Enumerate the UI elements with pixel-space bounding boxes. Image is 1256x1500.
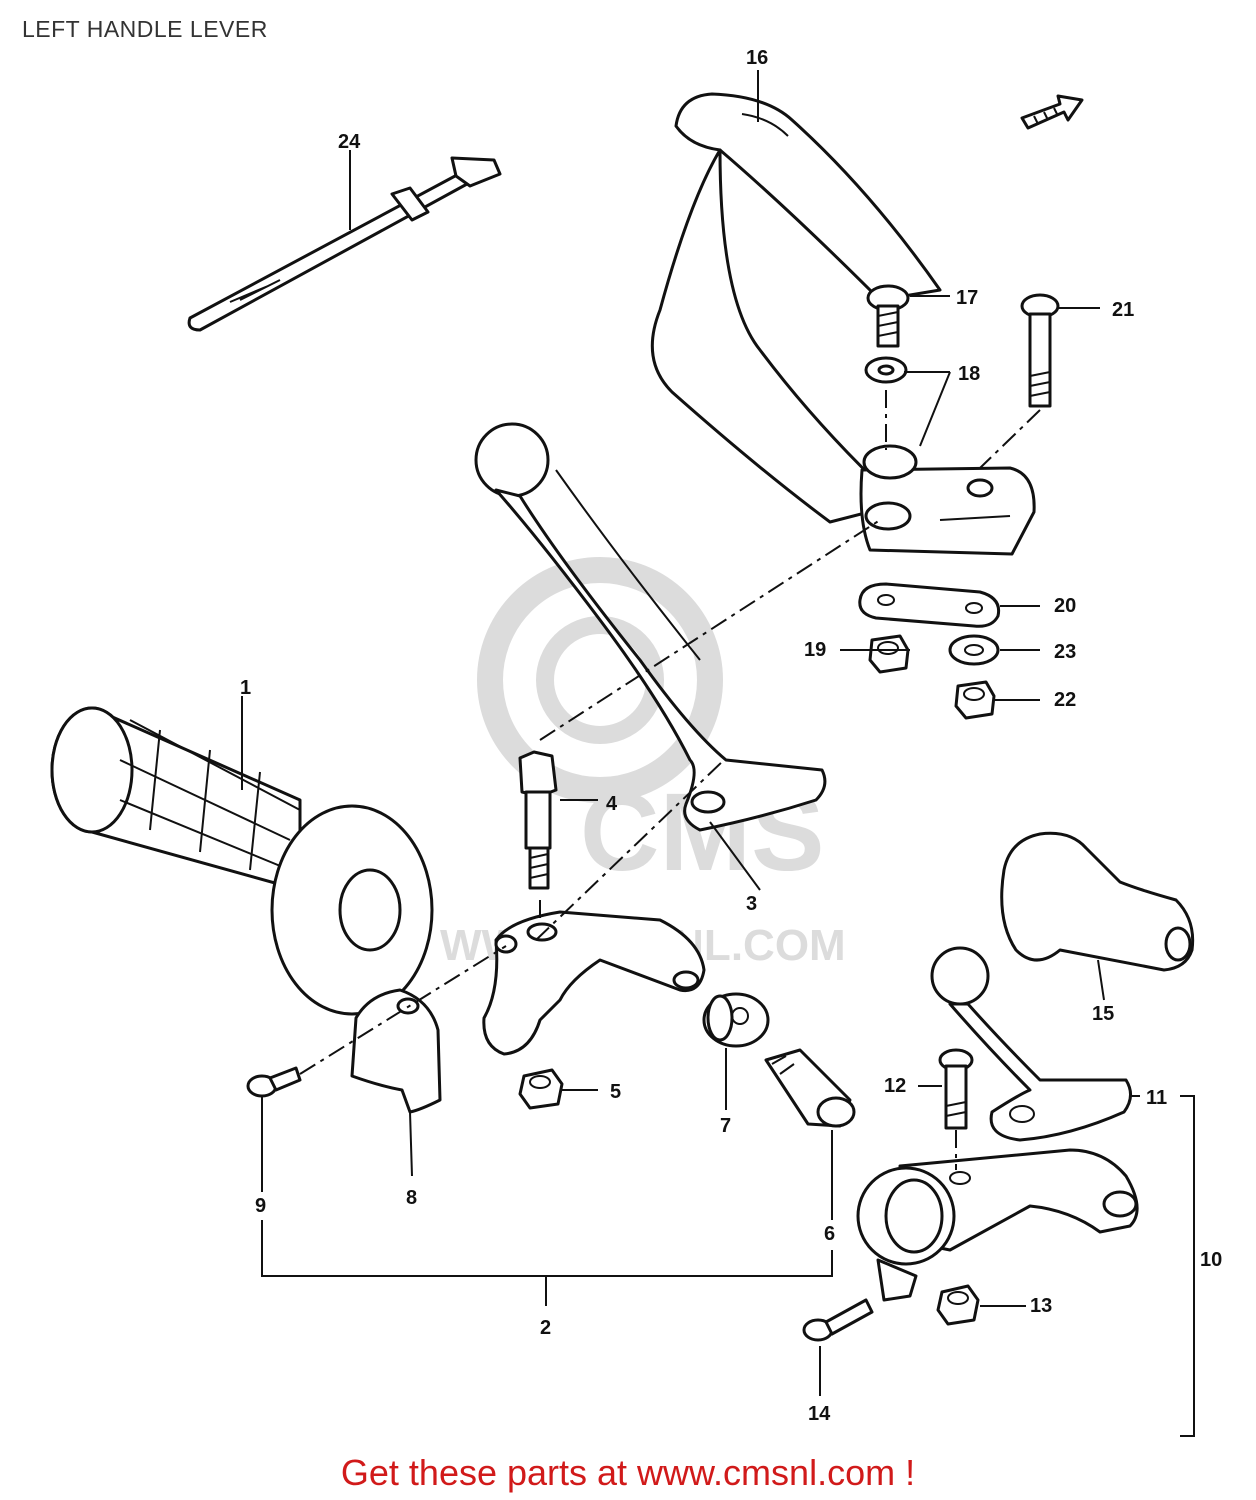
bolt-6 [764,1048,856,1128]
screw-17 [866,284,910,348]
screw-9 [246,1066,302,1098]
nut-13 [936,1284,980,1326]
label-part-1: 1 [240,677,251,699]
label-part-5: 5 [610,1081,621,1103]
label-part-6: 6 [824,1223,835,1245]
footer-promo-link[interactable]: Get these parts at www.cmsnl.com ! [340,1452,916,1493]
cable-tie [187,156,502,332]
bolt-21 [1020,293,1060,408]
clamp-8 [350,988,442,1114]
label-part-2: 2 [540,1317,551,1339]
label-part-10: 10 [1200,1249,1222,1271]
cover-15 [1000,831,1195,972]
label-part-20: 20 [1054,595,1076,617]
label-part-15: 15 [1092,1003,1114,1025]
plate-20 [858,582,1001,628]
label-part-3: 3 [746,893,757,915]
washer-23 [948,634,1000,666]
label-part-14: 14 [808,1403,831,1425]
label-part-24: 24 [338,131,361,153]
hand-guard [650,92,942,524]
label-part-22: 22 [1054,689,1076,711]
washer-18-hole [877,364,895,376]
label-part-16: 16 [746,47,768,69]
lever-holder [482,910,706,1056]
leader-lines [241,70,1195,1437]
label-part-12: 12 [884,1075,906,1097]
label-part-23: 23 [1054,641,1076,663]
screw-14 [802,1298,874,1342]
label-part-7: 7 [720,1115,731,1137]
label-part-8: 8 [406,1187,417,1209]
pivot-bolt-4 [518,750,558,890]
label-part-17: 17 [956,287,978,309]
page-title: LEFT HANDLE LEVER [22,16,268,42]
label-part-9: 9 [255,1195,266,1217]
guard-bracket [859,444,1036,556]
nut-19 [868,634,910,674]
lever-11 [930,946,1132,1142]
clutch-lever [474,422,827,832]
label-part-13: 13 [1030,1295,1052,1317]
label-part-18: 18 [958,363,980,385]
label-part-4: 4 [606,793,618,815]
nut-22 [954,680,996,720]
direction-arrow-icon [1020,94,1084,130]
holder-10 [856,1148,1139,1302]
bolt-12 [938,1048,974,1130]
assembly-lines [299,390,1041,1170]
nut-5 [518,1068,564,1110]
handlebar-grip [50,706,434,1016]
label-part-21: 21 [1112,299,1134,321]
label-part-19: 19 [804,639,826,661]
label-part-11: 11 [1146,1087,1167,1109]
adjuster-7 [702,992,770,1048]
